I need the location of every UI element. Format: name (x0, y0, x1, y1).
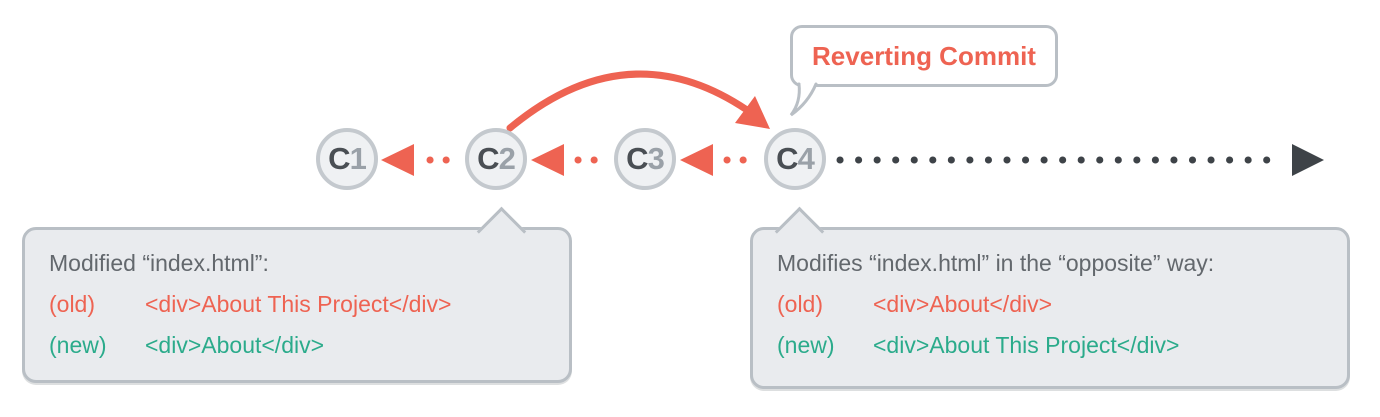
callout-c4-change: Modifies “index.html” in the “opposite” … (750, 227, 1350, 389)
callout-c4-new-line: (new) <div>About This Project</div> (777, 325, 1323, 366)
revert-arc-icon (506, 70, 770, 132)
new-label: (new) (777, 332, 835, 358)
parent-arrow-c2-c1-icon (381, 144, 466, 176)
old-label: (old) (777, 291, 824, 317)
old-label: (old) (49, 291, 96, 317)
old-code: <div>About This Project</div> (145, 291, 452, 317)
callout-c2-change: Modified “index.html”: (old) <div>About T… (22, 227, 572, 383)
callout-c2-title: Modified “index.html”: (49, 250, 269, 276)
old-code: <div>About</div> (873, 291, 1053, 317)
callout-c4-title: Modifies “index.html” in the “opposite” … (777, 250, 1215, 276)
new-code: <div>About This Project</div> (873, 332, 1180, 358)
parent-arrow-c4-c3-icon (680, 144, 763, 176)
callout-c4-old-line: (old) <div>About</div> (777, 284, 1323, 325)
commit-label: C (477, 141, 499, 176)
commit-label: C (776, 141, 798, 176)
commit-label: C (328, 141, 350, 176)
commit-label: C (626, 141, 648, 176)
new-code: <div>About</div> (145, 332, 325, 358)
bubble-tail-icon (789, 82, 818, 117)
reverting-commit-label: Reverting Commit (812, 40, 1036, 71)
callout-c2-new-line: (new) <div>About</div> (49, 325, 545, 366)
timeline-arrow-icon (836, 144, 1324, 176)
reverting-commit-bubble: Reverting Commit (790, 25, 1058, 87)
parent-arrow-c3-c2-icon (531, 144, 614, 176)
new-label: (new) (49, 332, 107, 358)
callout-c2-old-line: (old) <div>About This Project</div> (49, 284, 545, 325)
